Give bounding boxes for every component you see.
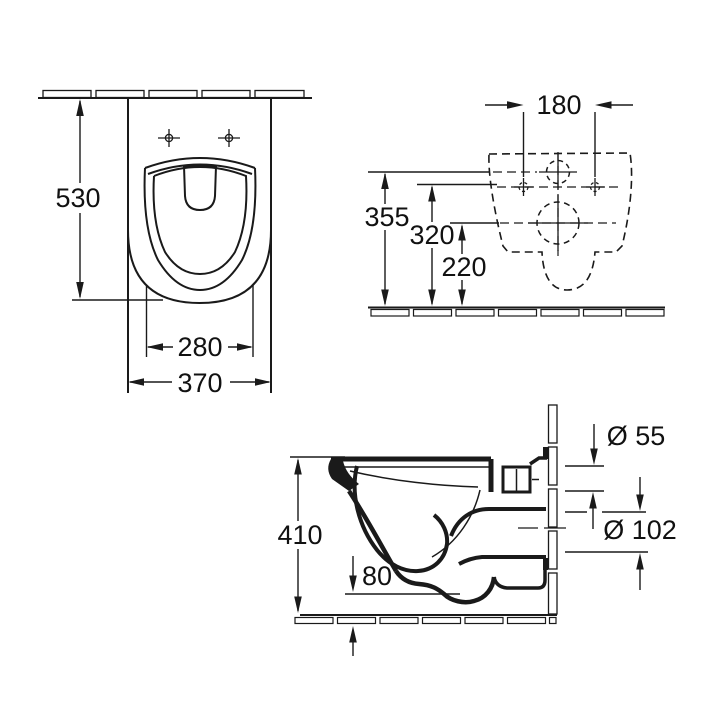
side-view: 410 80 Ø 55 [277, 404, 677, 656]
dim-plan-depth-530: 530 [55, 99, 163, 301]
plan-fixing-hole-left [158, 129, 180, 147]
dim-rear-supply-height-355: 355 [364, 171, 489, 306]
dim-rear-hole-spacing-180: 180 [485, 90, 633, 177]
rear-fixing-hole-left [514, 178, 533, 196]
dim-side-height-410: 410 [277, 456, 345, 613]
dim-label-320: 320 [409, 220, 454, 250]
plan-view: 530 280 370 [38, 89, 312, 398]
plan-wall-hatch [38, 89, 312, 99]
side-wall-hatch [547, 404, 558, 625]
dim-side-clearance-80: 80 [345, 556, 460, 656]
plan-seat-outline [143, 157, 257, 292]
rear-view: 180 355 320 220 [364, 90, 665, 317]
dim-label-355: 355 [364, 202, 409, 232]
rear-waste-outlet-hole [528, 195, 588, 251]
dim-label-410: 410 [277, 520, 322, 550]
dim-label-280: 280 [177, 332, 222, 362]
dim-label-220: 220 [441, 252, 486, 282]
dim-label-370: 370 [177, 368, 222, 398]
side-wall-contact-bottom [543, 558, 548, 570]
dim-label-inlet-diameter: Ø 55 [607, 421, 666, 451]
rear-centerlines [493, 152, 620, 256]
rear-supply-hole [539, 154, 577, 190]
dim-rear-fixing-height-320: 320 [409, 183, 497, 306]
rear-toilet-dashed-outline [488, 152, 633, 291]
side-inlet-connector [501, 465, 532, 494]
dim-plan-width-370: 370 [128, 368, 271, 398]
side-toilet-section [328, 447, 566, 605]
plan-toilet-outline [127, 98, 272, 393]
dim-label-outlet-diameter: Ø 102 [603, 515, 677, 545]
rear-fixing-hole-right [586, 178, 605, 196]
side-wall-contact-top [543, 447, 548, 459]
dim-plan-seat-width-280: 280 [145, 285, 254, 362]
dim-side-outlet-diameter-102: Ø 102 [565, 477, 677, 590]
dim-label-80: 80 [362, 561, 392, 591]
rear-floor-hatch [368, 306, 665, 317]
dim-rear-outlet-height-220: 220 [441, 222, 499, 306]
dim-label-530: 530 [55, 183, 100, 213]
dim-label-180: 180 [536, 90, 581, 120]
plan-fixing-hole-right [218, 129, 240, 147]
dim-side-inlet-diameter-55: Ø 55 [565, 421, 665, 529]
side-rim-front [328, 459, 359, 491]
side-floor-hatch [294, 614, 557, 625]
